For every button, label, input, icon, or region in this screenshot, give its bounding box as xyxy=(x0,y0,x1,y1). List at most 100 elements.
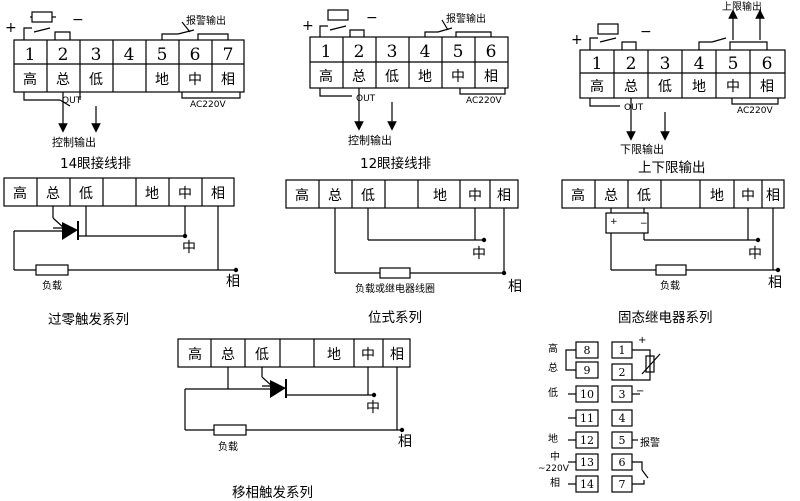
svg-text:低: 低 xyxy=(79,186,93,202)
plus-sign: + xyxy=(5,20,17,36)
svg-text:地: 地 xyxy=(548,432,558,445)
panel-phase-shift: 高 总 低 地 中 相 中 相 负载 移相触发系列 xyxy=(177,338,412,501)
caption-zero-crossing: 过零触发系列 xyxy=(48,312,129,328)
minus-sign: − xyxy=(640,24,652,40)
svg-text:1: 1 xyxy=(619,344,626,357)
terminal-6: 6 xyxy=(486,42,497,62)
svg-text:7: 7 xyxy=(619,478,626,491)
terminal-5: 5 xyxy=(157,45,168,65)
panel-12-terminal: 1 2 3 4 5 6 高 总 低 地 中 相 + − 报警输出 OUT AC2… xyxy=(302,9,509,172)
svg-text:高: 高 xyxy=(548,342,558,355)
ac220v-text: AC220V xyxy=(737,106,773,116)
svg-text:总: 总 xyxy=(221,347,235,363)
terminal-1: 1 xyxy=(25,45,36,65)
label-low: 低 xyxy=(385,69,399,85)
svg-text:中: 中 xyxy=(748,246,762,262)
plus-sign: + xyxy=(302,18,314,34)
svg-text:5: 5 xyxy=(619,434,626,447)
terminal-1: 1 xyxy=(321,42,332,62)
terminal-2: 2 xyxy=(354,42,365,62)
load-or-relay-text: 负载或继电器线圈 xyxy=(355,282,435,295)
svg-text:13: 13 xyxy=(580,456,594,469)
svg-text:低: 低 xyxy=(637,188,651,204)
svg-text:高: 高 xyxy=(13,185,27,202)
terminal-2: 2 xyxy=(626,54,637,74)
svg-text:相: 相 xyxy=(550,476,560,489)
svg-text:中: 中 xyxy=(366,400,380,416)
label-neutral: 中 xyxy=(188,72,202,88)
upper-limit-text: 上限输出 xyxy=(722,0,762,13)
alarm-text: 报警 xyxy=(640,436,660,449)
svg-text:低: 低 xyxy=(548,386,558,399)
svg-text:12: 12 xyxy=(580,434,594,447)
svg-text:6: 6 xyxy=(619,456,626,469)
svg-text:4: 4 xyxy=(619,412,626,425)
ac220v-text: AC220V xyxy=(466,96,502,106)
label-phase: 相 xyxy=(760,79,774,95)
panel-zero-crossing: 高 总 低 地 中 相 中 相 负载 过零触发系列 xyxy=(3,177,240,328)
control-output-text: 控制输出 xyxy=(348,133,392,147)
alarm-output-text: 报警输出 xyxy=(186,14,226,27)
svg-text:总: 总 xyxy=(604,188,618,204)
caption-solid-state-relay: 固态继电器系列 xyxy=(618,310,713,326)
svg-text:高: 高 xyxy=(295,187,309,204)
svg-text:中: 中 xyxy=(741,188,755,204)
minus-sign: − xyxy=(72,12,84,28)
svg-text:中: 中 xyxy=(182,240,196,256)
label-phase: 相 xyxy=(221,72,235,88)
label-ground: 地 xyxy=(692,79,706,95)
label-neutral: 中 xyxy=(726,79,740,95)
svg-text:中: 中 xyxy=(550,450,560,463)
label-high: 高 xyxy=(590,78,604,95)
svg-text:相: 相 xyxy=(768,275,782,291)
svg-text:高: 高 xyxy=(188,346,202,363)
label-total: 总 xyxy=(56,72,70,88)
caption-14-terminal: 14眼接线排 xyxy=(60,155,131,172)
out-text: OUT xyxy=(62,96,82,106)
label-total: 总 xyxy=(624,79,638,95)
caption-12-terminal: 12眼接线排 xyxy=(360,155,431,172)
svg-text:相: 相 xyxy=(226,274,240,290)
label-high: 高 xyxy=(319,68,333,85)
svg-text:相: 相 xyxy=(766,188,780,204)
svg-text:总: 总 xyxy=(548,361,558,374)
label-phase: 相 xyxy=(484,69,498,85)
load-text: 负载 xyxy=(660,279,680,292)
label-ground: 地 xyxy=(155,72,169,88)
svg-text:14: 14 xyxy=(580,478,594,491)
svg-text:相: 相 xyxy=(497,188,511,204)
svg-text:~220V: ~220V xyxy=(538,464,570,474)
svg-text:总: 总 xyxy=(328,188,342,204)
panel-position: 高 总 低 地 中 相 中 相 负载或继电器线圈 位式系列 xyxy=(285,179,522,326)
label-high: 高 xyxy=(23,71,37,88)
terminal-4: 4 xyxy=(124,45,135,65)
svg-text:中: 中 xyxy=(361,347,375,363)
terminal-1: 1 xyxy=(592,54,603,74)
terminal-6: 6 xyxy=(762,54,773,74)
svg-text:低: 低 xyxy=(255,347,269,363)
svg-text:相: 相 xyxy=(398,434,412,450)
caption-upper-lower-limit: 上下限输出 xyxy=(638,160,706,176)
ac220v-text: AC220V xyxy=(190,100,226,110)
svg-text:10: 10 xyxy=(580,388,594,401)
ssr-plus: + xyxy=(610,217,618,227)
svg-text:+: + xyxy=(638,335,646,346)
panel-14-terminal: 1 2 3 4 5 6 7 高 总 低 地 中 相 + − 报警输出 OUT A… xyxy=(5,11,245,172)
svg-text:低: 低 xyxy=(361,188,375,204)
svg-text:相: 相 xyxy=(390,347,404,363)
svg-text:相: 相 xyxy=(211,186,225,202)
label-neutral: 中 xyxy=(451,69,465,85)
load-text: 负载 xyxy=(42,279,62,292)
plus-sign: + xyxy=(571,32,583,48)
panel-upper-lower-limit: 1 2 3 4 5 6 高 总 低 地 中 相 + − 上限输出 OUT AC2… xyxy=(571,0,786,176)
svg-text:2: 2 xyxy=(619,366,626,379)
label-low: 低 xyxy=(89,72,103,88)
terminal-3: 3 xyxy=(91,45,102,65)
ssr-minus: − xyxy=(640,219,648,229)
lower-limit-text: 下限输出 xyxy=(620,142,664,156)
svg-text:中: 中 xyxy=(472,246,486,262)
caption-phase-shift: 移相触发系列 xyxy=(232,485,313,501)
terminal-4: 4 xyxy=(420,42,431,62)
svg-text:相: 相 xyxy=(508,279,522,295)
svg-text:中: 中 xyxy=(468,188,482,204)
